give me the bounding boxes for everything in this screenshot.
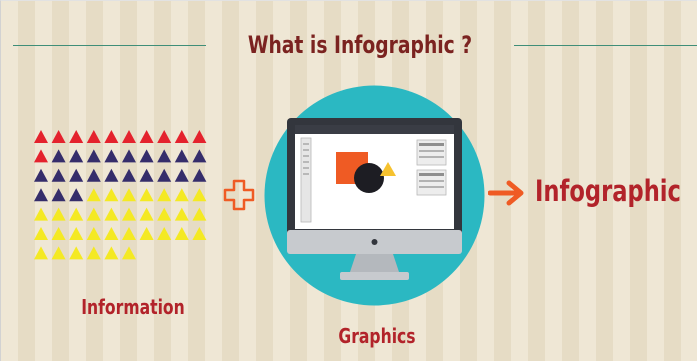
triangle-yellow bbox=[86, 246, 101, 260]
triangle-yellow bbox=[86, 227, 101, 240]
triangle-navy bbox=[69, 168, 84, 182]
triangle-yellow bbox=[139, 227, 154, 240]
arrow-right-icon bbox=[487, 180, 526, 206]
triangle-yellow bbox=[122, 207, 136, 221]
triangle-navy bbox=[139, 149, 154, 163]
triangle-yellow bbox=[34, 227, 48, 240]
triangle-navy bbox=[174, 168, 189, 182]
triangle-yellow bbox=[192, 207, 207, 221]
triangle-yellow bbox=[104, 227, 119, 240]
triangle-navy bbox=[51, 149, 66, 163]
triangle-red bbox=[51, 130, 66, 143]
triangle-navy bbox=[157, 149, 172, 163]
triangle-yellow bbox=[122, 227, 136, 240]
triangle-navy bbox=[192, 168, 207, 182]
plus-icon bbox=[222, 178, 256, 212]
triangle-navy bbox=[86, 149, 101, 163]
triangle-yellow bbox=[86, 188, 101, 202]
title-rule-right bbox=[514, 45, 697, 46]
triangle-yellow bbox=[34, 207, 48, 221]
page-title: What is Infographic ? bbox=[247, 31, 473, 59]
triangle-yellow bbox=[122, 188, 136, 202]
triangle-yellow bbox=[34, 246, 48, 260]
title-rule-left bbox=[13, 45, 206, 46]
triangle-navy bbox=[104, 168, 119, 182]
triangle-yellow bbox=[69, 227, 84, 240]
triangle-navy bbox=[104, 149, 119, 163]
triangle-yellow bbox=[51, 227, 66, 240]
triangle-navy bbox=[157, 168, 172, 182]
triangle-yellow bbox=[174, 207, 189, 221]
result-label: Infographic bbox=[535, 174, 681, 208]
triangle-navy bbox=[174, 149, 189, 163]
triangle-yellow bbox=[86, 207, 101, 221]
triangle-yellow bbox=[157, 207, 172, 221]
triangle-yellow bbox=[139, 188, 154, 202]
triangle-yellow bbox=[104, 207, 119, 221]
triangle-red bbox=[86, 130, 101, 143]
triangle-red bbox=[34, 149, 48, 163]
triangle-yellow bbox=[69, 246, 84, 260]
triangle-navy bbox=[34, 168, 48, 182]
triangle-yellow bbox=[157, 227, 172, 240]
triangle-red bbox=[104, 130, 119, 143]
triangle-yellow bbox=[174, 227, 189, 240]
triangle-yellow bbox=[122, 246, 136, 260]
triangle-red bbox=[157, 130, 172, 143]
triangle-red bbox=[69, 130, 84, 143]
triangle-navy bbox=[51, 188, 66, 202]
triangle-navy bbox=[122, 149, 136, 163]
triangle-navy bbox=[34, 188, 48, 202]
triangle-red bbox=[139, 130, 154, 143]
triangle-yellow bbox=[139, 207, 154, 221]
computer-monitor-icon bbox=[287, 118, 462, 280]
triangle-yellow bbox=[174, 188, 189, 202]
triangle-navy bbox=[51, 168, 66, 182]
triangle-yellow bbox=[51, 207, 66, 221]
triangle-red bbox=[192, 130, 207, 143]
information-triangles bbox=[32, 128, 212, 268]
triangle-yellow bbox=[157, 188, 172, 202]
triangle-yellow bbox=[51, 246, 66, 260]
triangle-red bbox=[122, 130, 136, 143]
triangle-yellow bbox=[104, 188, 119, 202]
triangle-navy bbox=[69, 149, 84, 163]
triangle-yellow bbox=[69, 207, 84, 221]
triangle-red bbox=[34, 130, 48, 143]
triangle-yellow bbox=[192, 227, 207, 240]
graphics-label: Graphics bbox=[338, 324, 416, 348]
triangle-navy bbox=[122, 168, 136, 182]
information-label: Information bbox=[81, 295, 185, 319]
triangle-navy bbox=[69, 188, 84, 202]
triangle-red bbox=[174, 130, 189, 143]
triangle-navy bbox=[139, 168, 154, 182]
triangle-yellow bbox=[104, 246, 119, 260]
triangle-navy bbox=[86, 168, 101, 182]
triangle-navy bbox=[192, 149, 207, 163]
triangle-yellow bbox=[192, 188, 207, 202]
graphics-circle bbox=[263, 84, 486, 307]
